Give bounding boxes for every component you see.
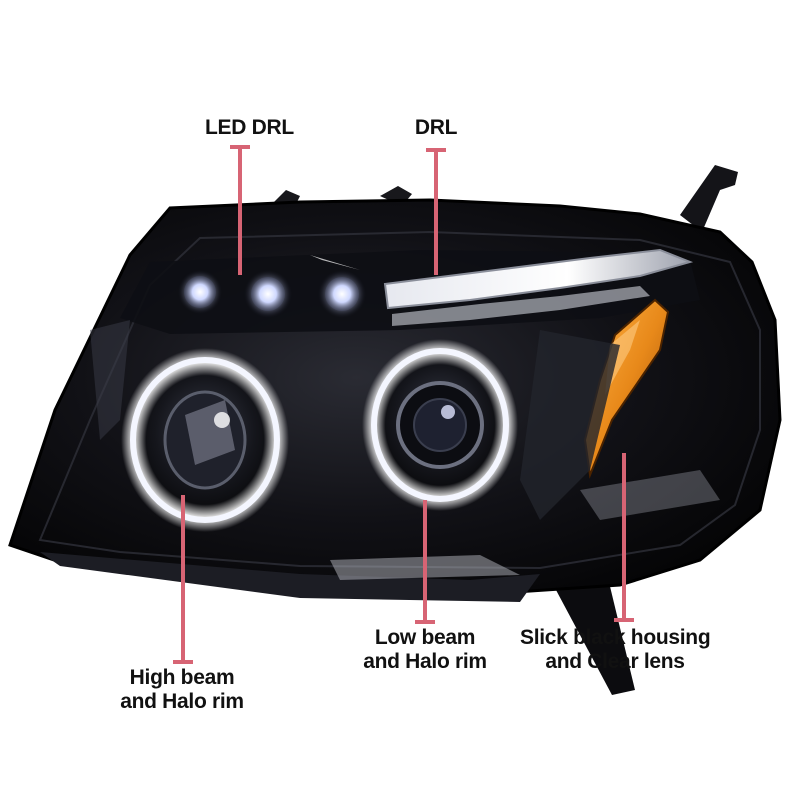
label-low-beam-line2: and Halo rim [363,650,487,673]
callout-drl [426,148,446,275]
high-beam-projector [121,348,289,532]
callout-lines [173,145,634,664]
label-housing: Slick black housing and Clear lens [520,626,711,674]
low-beam-projector [362,339,518,511]
label-high-beam-line2: and Halo rim [120,690,244,713]
label-housing-line2: and Clear lens [545,650,685,673]
label-low-beam-line1: Low beam [374,626,476,649]
callout-housing [614,453,634,622]
callout-led-drl [230,145,250,275]
drl-light-bar [383,248,694,326]
label-high-beam: High beam and Halo rim [112,666,252,714]
label-housing-line1: Slick black housing [520,626,711,649]
led-drl-lights [178,255,366,318]
label-low-beam: Low beam and Halo rim [355,626,495,674]
label-led-drl-line1: LED DRL [205,116,294,139]
callout-low-beam [415,500,435,624]
label-led-drl: LED DRL [205,116,294,140]
label-drl: DRL [400,116,472,140]
label-drl-line1: DRL [414,116,458,139]
label-high-beam-line1: High beam [129,666,235,689]
callout-high-beam [173,495,193,664]
